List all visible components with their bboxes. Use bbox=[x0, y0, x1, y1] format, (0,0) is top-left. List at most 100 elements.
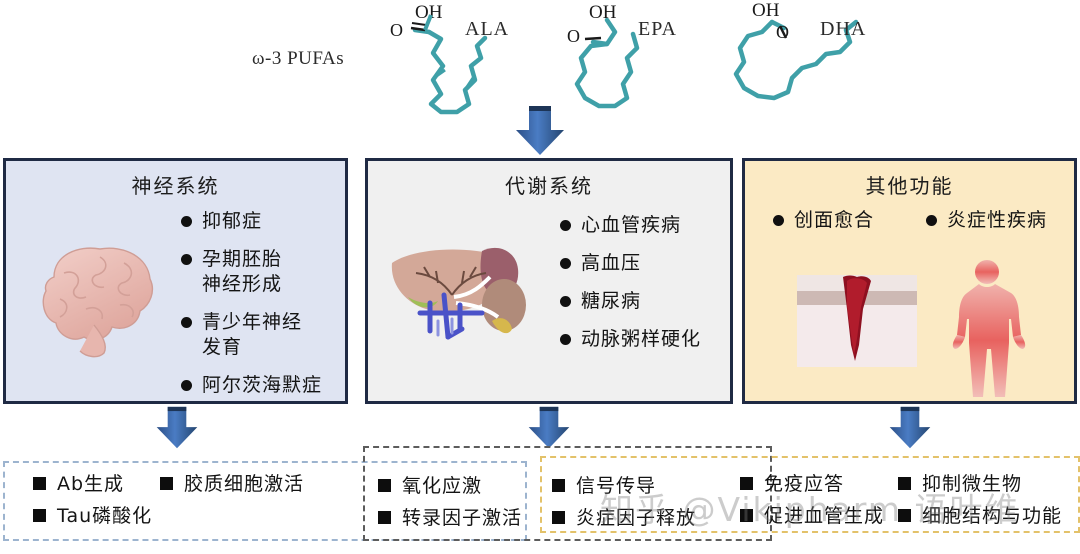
panel-other-functions-items: 创面愈合 炎症性疾病 bbox=[773, 208, 1047, 233]
list-item: Ab生成 bbox=[33, 472, 152, 496]
item-label: 胶质细胞激活 bbox=[184, 473, 305, 495]
epa-name-label: EPA bbox=[638, 18, 677, 40]
item-label: 信号传导 bbox=[576, 475, 657, 497]
bullet-square-icon bbox=[378, 479, 391, 492]
epa-molecule-structure: OH O bbox=[545, 2, 665, 122]
bullet-dot-icon bbox=[560, 296, 571, 307]
item-label: 转录因子激活 bbox=[402, 507, 523, 529]
bullet-square-icon bbox=[552, 479, 565, 492]
item-label: 抑制微生物 bbox=[922, 473, 1023, 495]
bullet-dot-icon bbox=[926, 215, 938, 226]
list-item: 转录因子激活 bbox=[378, 506, 522, 530]
item-label: 孕期胚胎 神经形成 bbox=[202, 248, 283, 295]
outcome-box-neuro bbox=[3, 461, 527, 541]
bullet-dot-icon bbox=[560, 334, 571, 345]
dha-name-label: DHA bbox=[820, 18, 867, 40]
liver-kidney-illustration bbox=[386, 233, 546, 363]
outcome-neuro-column-2: 胶质细胞激活 bbox=[160, 472, 304, 504]
wound-healing-illustration bbox=[797, 275, 917, 372]
panel-other-functions-title: 其他功能 bbox=[865, 174, 954, 198]
bullet-dot-icon bbox=[560, 258, 571, 269]
bullet-square-icon bbox=[378, 511, 391, 524]
panel-metabolic-system-items: 心血管疾病 高血压 糖尿病 动脉粥样硬化 bbox=[560, 213, 701, 365]
bullet-square-icon bbox=[33, 509, 46, 522]
omega3-pufas-label: ω-3 PUFAs bbox=[252, 48, 345, 69]
epa-o-label: O bbox=[567, 26, 580, 46]
ala-o-label: O bbox=[390, 20, 403, 40]
ala-molecule-structure: OH O bbox=[385, 2, 515, 118]
ala-oh-label: OH bbox=[415, 2, 443, 23]
panel-metabolic-system-title: 代谢系统 bbox=[505, 174, 593, 198]
outcome-neuro-column-1: Ab生成 Tau磷酸化 bbox=[33, 472, 152, 536]
panel-nervous-system-title: 神经系统 bbox=[131, 174, 220, 198]
list-item: 孕期胚胎 神经形成 bbox=[181, 247, 322, 297]
dha-oh-label: OH bbox=[752, 0, 780, 21]
outcome-metabolic-column-1: 氧化应激 转录因子激活 bbox=[378, 474, 522, 538]
list-item: 炎症因子释放 bbox=[552, 506, 696, 530]
item-label: 阿尔茨海默症 bbox=[202, 374, 323, 396]
panel-metabolic-system: 代谢系统 bbox=[365, 158, 733, 404]
list-item: 阿尔茨海默症 bbox=[181, 373, 322, 398]
item-label: 免疫应答 bbox=[764, 473, 845, 495]
brain-illustration bbox=[24, 239, 169, 369]
item-label: 创面愈合 bbox=[794, 210, 875, 231]
panel-nervous-system-items: 抑郁症 孕期胚胎 神经形成 青少年神经 发育 阿尔茨海默症 bbox=[181, 209, 322, 411]
item-label: Ab生成 bbox=[57, 473, 125, 495]
ala-name-label: ALA bbox=[465, 18, 510, 40]
list-item: 动脉粥样硬化 bbox=[560, 327, 701, 352]
list-item: 信号传导 bbox=[552, 474, 696, 498]
item-label: 高血压 bbox=[581, 252, 642, 274]
arrow-metabolic-to-outcomes bbox=[527, 406, 571, 450]
list-item: 抑郁症 bbox=[181, 209, 322, 234]
outcome-metabolic-column-2: 信号传导 炎症因子释放 bbox=[552, 474, 696, 538]
dha-molecule-structure: OH O bbox=[700, 0, 870, 118]
bullet-dot-icon bbox=[560, 220, 571, 231]
list-item: 炎症性疾病 bbox=[926, 208, 1047, 233]
bullet-square-icon bbox=[898, 477, 911, 490]
outcome-box-metabolic bbox=[363, 446, 772, 541]
item-label: 炎症性疾病 bbox=[947, 210, 1048, 231]
bullet-square-icon bbox=[740, 477, 753, 490]
list-item: 氧化应激 bbox=[378, 474, 522, 498]
list-item: 创面愈合 bbox=[773, 208, 874, 233]
arrow-pufas-to-systems bbox=[514, 106, 566, 156]
list-item: 高血压 bbox=[560, 251, 701, 276]
epa-oh-label: OH bbox=[589, 2, 617, 23]
list-item: 免疫应答 bbox=[740, 472, 884, 496]
outcome-box-other bbox=[540, 456, 1080, 533]
bullet-dot-icon bbox=[181, 254, 192, 265]
bullet-square-icon bbox=[552, 511, 565, 524]
panel-nervous-system: 神经系统 bbox=[3, 158, 348, 404]
bullet-square-icon bbox=[33, 477, 46, 490]
item-label: 青少年神经 发育 bbox=[202, 311, 303, 358]
list-item: Tau磷酸化 bbox=[33, 504, 152, 528]
item-label: 动脉粥样硬化 bbox=[581, 328, 702, 350]
item-label: 细胞结构与功能 bbox=[922, 505, 1063, 527]
bullet-square-icon bbox=[160, 477, 173, 490]
panel-other-functions: 其他功能 创面愈合 炎症性疾病 bbox=[742, 158, 1077, 404]
list-item: 胶质细胞激活 bbox=[160, 472, 304, 496]
outcome-other-column-2: 抑制微生物 细胞结构与功能 bbox=[898, 472, 1062, 536]
bullet-dot-icon bbox=[181, 380, 192, 391]
item-label: 心血管疾病 bbox=[581, 214, 682, 236]
list-item: 糖尿病 bbox=[560, 289, 701, 314]
item-label: 氧化应激 bbox=[402, 475, 483, 497]
bullet-square-icon bbox=[898, 509, 911, 522]
bullet-dot-icon bbox=[773, 215, 784, 226]
bullet-dot-icon bbox=[181, 317, 192, 328]
list-item: 促进血管生成 bbox=[740, 504, 884, 528]
item-label: 抑郁症 bbox=[202, 210, 263, 232]
list-item: 抑制微生物 bbox=[898, 472, 1062, 496]
human-body-illustration bbox=[937, 257, 1037, 404]
outcome-other-column-1: 免疫应答 促进血管生成 bbox=[740, 472, 884, 536]
list-item: 心血管疾病 bbox=[560, 213, 701, 238]
bullet-square-icon bbox=[740, 509, 753, 522]
list-item: 细胞结构与功能 bbox=[898, 504, 1062, 528]
list-item: 青少年神经 发育 bbox=[181, 310, 322, 360]
arrow-other-to-outcomes bbox=[888, 406, 932, 450]
bullet-dot-icon bbox=[181, 216, 192, 227]
arrow-nervous-to-outcomes bbox=[155, 406, 199, 450]
item-label: 炎症因子释放 bbox=[576, 507, 697, 529]
item-label: 促进血管生成 bbox=[764, 505, 885, 527]
